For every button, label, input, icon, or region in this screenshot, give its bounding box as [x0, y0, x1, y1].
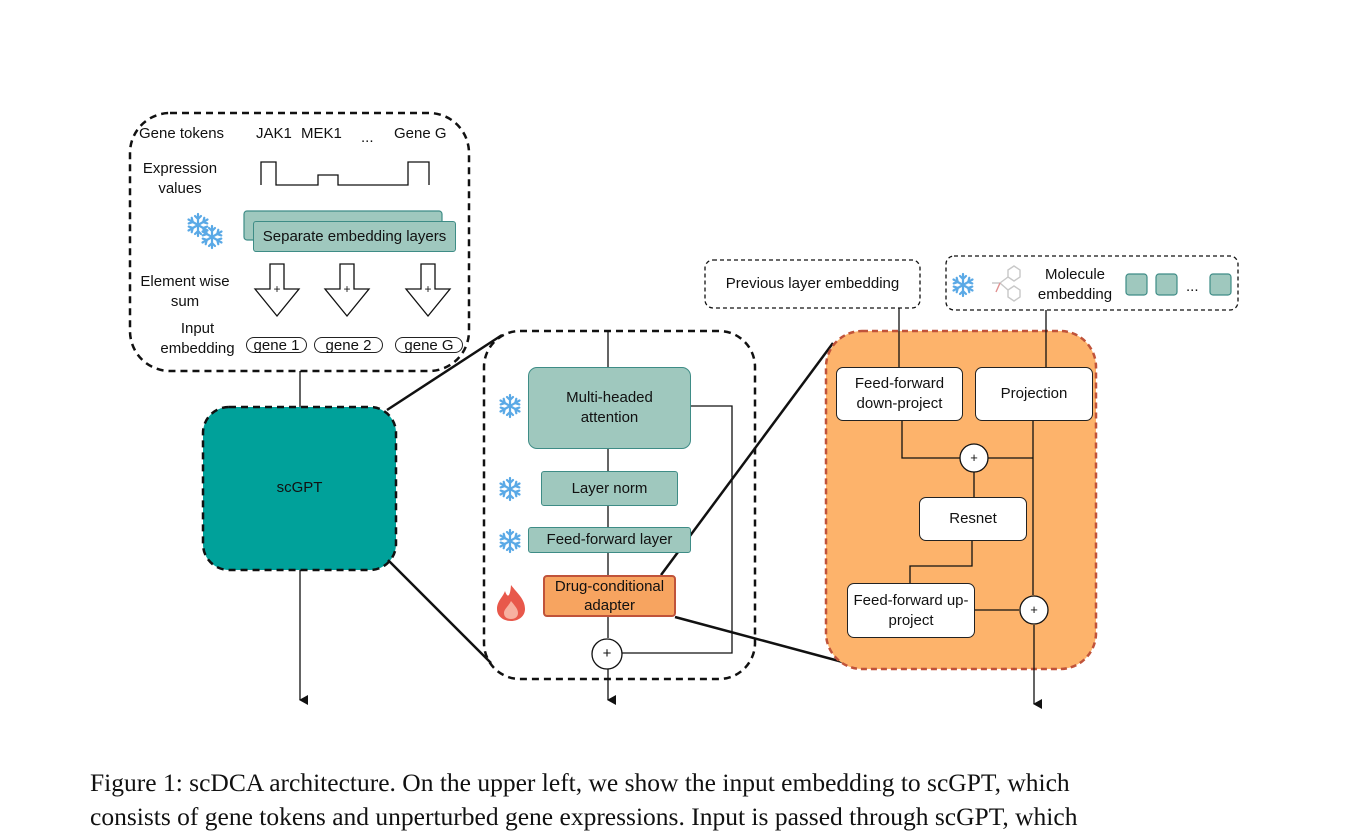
gene-1-pill: gene 1	[246, 337, 307, 353]
transformer-border	[482, 329, 757, 681]
caption-line-2: consists of gene tokens and unperturbed …	[90, 802, 1078, 831]
previous-layer-box	[704, 259, 921, 309]
molecule-embedding-squares	[1125, 273, 1232, 296]
adapter-add-2-plus: +	[1030, 602, 1038, 617]
figure-caption: Figure 1: scDCA architecture. On the upp…	[90, 766, 1290, 834]
element-wise-sum-label: Element wise sum	[140, 273, 230, 310]
molecule-icon	[992, 265, 1021, 302]
resnet: Resnet	[919, 497, 1027, 541]
token-mek1: MEK1	[301, 125, 342, 142]
scgpt-block	[201, 405, 398, 572]
adapter-add-1-plus: +	[970, 450, 978, 465]
sum-plus-2: +	[343, 282, 351, 296]
caption-line-1: Figure 1: scDCA architecture. On the upp…	[90, 768, 1070, 797]
feed-forward-up-project: Feed-forward up-project	[847, 583, 975, 638]
transformer-residual-add	[591, 638, 623, 670]
scgpt-label: scGPT	[276, 479, 323, 496]
expression-bars	[260, 161, 430, 186]
gene-2-pill: gene 2	[314, 337, 383, 353]
feed-forward-layer: Feed-forward layer	[528, 527, 691, 553]
feed-forward-down-project: Feed-forward down-project	[836, 367, 963, 421]
molecule-ellipsis: ...	[1186, 278, 1199, 295]
token-gene-g: Gene G	[394, 125, 447, 142]
transformer-add-plus: +	[602, 645, 612, 662]
sum-arrows	[253, 263, 452, 318]
token-jak1: JAK1	[256, 125, 292, 142]
sum-plus-1: +	[273, 282, 281, 296]
expression-values-label: Expression values	[142, 160, 218, 197]
adapter-add-1	[959, 443, 989, 473]
gene-g-pill: gene G	[395, 337, 463, 353]
drug-conditional-adapter: Drug-conditional adapter	[543, 575, 676, 617]
input-panel-border	[128, 111, 471, 373]
molecule-embedding-label: Molecule embedding	[1037, 266, 1113, 303]
separate-embedding-layers: Separate embedding layers	[253, 221, 456, 252]
gene-tokens-label: Gene tokens	[139, 125, 225, 142]
layer-norm: Layer norm	[541, 471, 678, 506]
projection: Projection	[975, 367, 1093, 421]
token-ellipsis: ...	[361, 129, 374, 146]
input-embedding-label: Input embedding	[160, 320, 235, 357]
previous-layer-embedding: Previous layer embedding	[725, 275, 900, 292]
adapter-add-2	[1019, 595, 1049, 625]
multi-headed-attention: Multi-headed attention	[528, 367, 691, 449]
flame-icon	[497, 585, 525, 621]
sum-plus-3: +	[424, 282, 432, 296]
